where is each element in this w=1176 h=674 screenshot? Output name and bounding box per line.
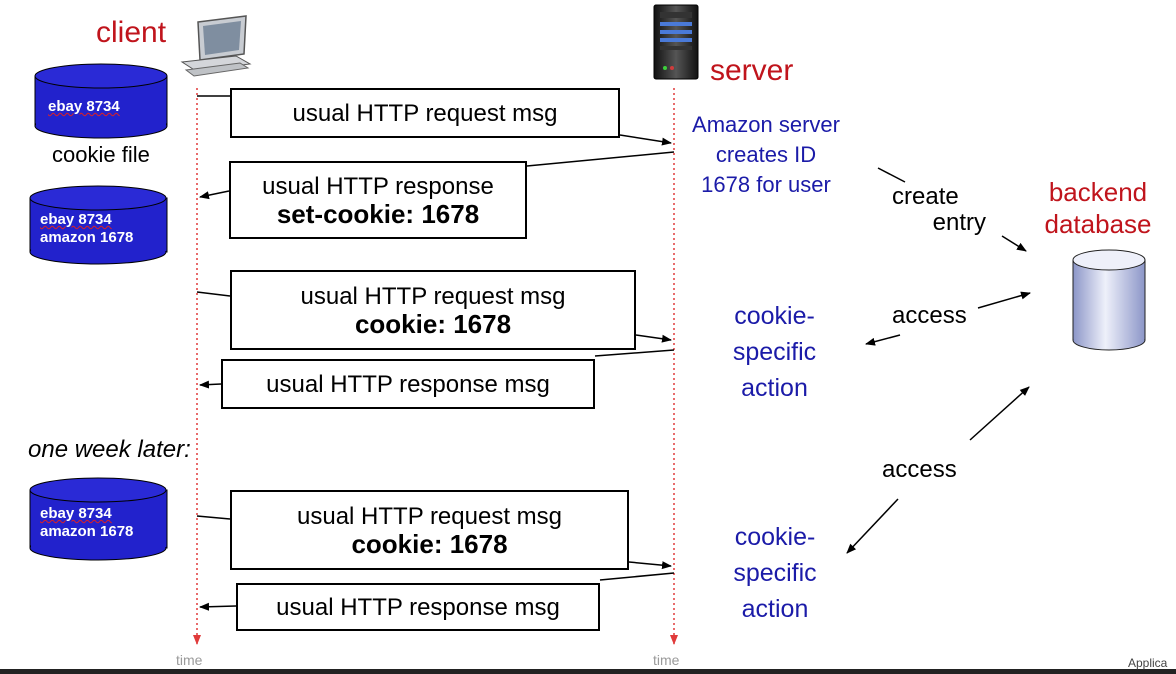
server-time-label: time [653, 652, 680, 668]
message-box-4: usual HTTP response msg [221, 359, 595, 409]
server-icon [653, 4, 699, 80]
server-note-line3: 1678 for user [701, 172, 831, 197]
create-entry-arrow [1001, 235, 1027, 252]
cookie-store-1-line1: ebay 8734 [48, 98, 120, 115]
access-arrow-2-right [969, 386, 1030, 441]
create-entry-line1: create [892, 183, 959, 210]
cookie-store-2-label: ebay 8734 amazon 1678 [40, 211, 133, 247]
access-arrow-1-left [865, 334, 901, 346]
cookie-action-1: cookie- specific action [712, 298, 837, 406]
message-box-3: usual HTTP request msg cookie: 1678 [230, 270, 636, 350]
cookie-store-2-line1: ebay 8734 [40, 211, 112, 228]
backend-database-cylinder [1072, 249, 1146, 351]
message-box-6: usual HTTP response msg [236, 583, 600, 631]
message-arrows [196, 95, 675, 611]
cookie-store-cylinder-1 [34, 63, 168, 139]
cookie-store-cylinder-3 [29, 477, 168, 561]
message-4-line1: usual HTTP response msg [266, 370, 550, 398]
backend-title-line2: database [1044, 209, 1152, 239]
response-arrow-2b [199, 380, 222, 389]
access-label-2: access [882, 456, 957, 483]
cookie-action-1-line3: action [741, 374, 808, 402]
response-arrow-1b [199, 190, 230, 200]
cookie-action-1-line2: specific [732, 338, 817, 366]
message-5-line1: usual HTTP request msg [297, 502, 562, 530]
create-entry-line2: entry [932, 209, 986, 236]
request-arrow-2b [635, 334, 672, 343]
create-entry-line [877, 167, 906, 183]
cookie-store-3-line2: amazon 1678 [40, 523, 134, 540]
access-arrow-1-right [977, 291, 1031, 309]
server-note-line1: Amazon server [692, 112, 840, 137]
cookie-action-2-line2: specific [733, 559, 817, 587]
create-entry-label: create entry [892, 184, 986, 236]
backend-title-line1: backend [1048, 177, 1148, 207]
cookie-store-cylinder-2 [29, 185, 168, 265]
server-note-line2: creates ID [715, 142, 817, 167]
request-arrow-3 [196, 515, 231, 520]
message-3-line2: cookie: 1678 [354, 308, 512, 339]
server-title: server [710, 54, 794, 87]
request-arrow-3b [628, 561, 672, 570]
cookie-action-2-line3: action [741, 595, 809, 623]
cookie-action-2-line1: cookie- [734, 523, 816, 551]
access-label-1: access [892, 302, 967, 329]
cookie-file-caption: cookie file [52, 142, 150, 167]
response-arrow-1 [526, 151, 675, 167]
message-2-line1: usual HTTP response [262, 172, 494, 200]
cookie-store-3-line1: ebay 8734 [40, 505, 112, 522]
cookie-store-2-line2: amazon 1678 [40, 229, 134, 246]
cookie-action-2: cookie- specific action [700, 519, 850, 627]
message-6-line1: usual HTTP response msg [276, 593, 560, 621]
request-arrow-1b [619, 134, 672, 146]
footer-text: Applica [1128, 656, 1168, 670]
one-week-later-label: one week later: [28, 436, 191, 463]
message-box-5: usual HTTP request msg cookie: 1678 [230, 490, 629, 570]
message-box-2: usual HTTP response set-cookie: 1678 [229, 161, 527, 239]
cookie-store-3-label: ebay 8734 amazon 1678 [40, 505, 133, 541]
response-arrow-2 [594, 349, 675, 357]
computer-icon [180, 15, 252, 77]
response-arrow-3 [599, 572, 675, 581]
cookie-store-1-label: ebay 8734 [48, 98, 120, 116]
client-time-label: time [176, 652, 203, 668]
cookie-action-1-line1: cookie- [734, 302, 815, 330]
footer-bar [0, 669, 1176, 674]
message-3-line1: usual HTTP request msg [300, 282, 566, 310]
message-1-line1: usual HTTP request msg [292, 99, 558, 127]
message-5-line2: cookie: 1678 [351, 528, 508, 559]
access-arrow-2-left [846, 498, 899, 554]
message-box-1: usual HTTP request msg [230, 88, 620, 138]
backend-database-title: backend database [1020, 176, 1176, 240]
response-arrow-3b [199, 602, 237, 611]
message-2-line2: set-cookie: 1678 [276, 198, 480, 229]
client-title: client [96, 16, 167, 49]
server-note: Amazon server creates ID 1678 for user [676, 110, 856, 200]
database-arrows [846, 167, 1031, 554]
request-arrow-2 [196, 291, 231, 297]
